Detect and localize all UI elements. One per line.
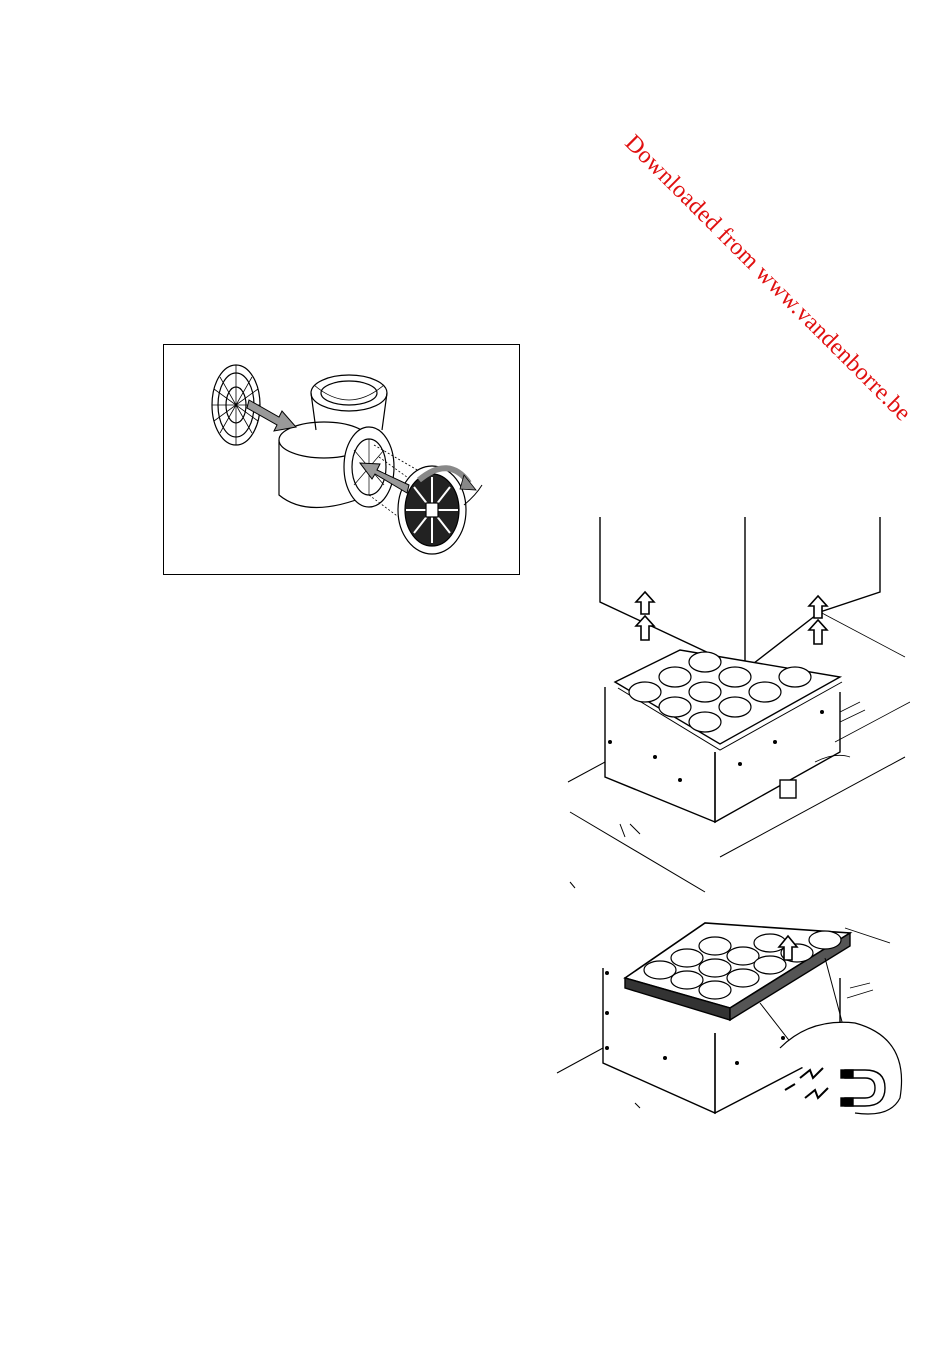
hood-chimney-figure — [560, 512, 910, 897]
chimney-lift-arrows-illustration — [560, 512, 910, 897]
watermark-text: Downloaded from www.vandenborre.be — [619, 130, 916, 427]
fan-motor-figure-frame — [163, 344, 520, 575]
grease-filter-figure — [555, 898, 910, 1118]
fan-motor-with-charcoal-filters-illustration — [164, 345, 519, 574]
magnetic-grease-filter-illustration — [555, 898, 910, 1118]
